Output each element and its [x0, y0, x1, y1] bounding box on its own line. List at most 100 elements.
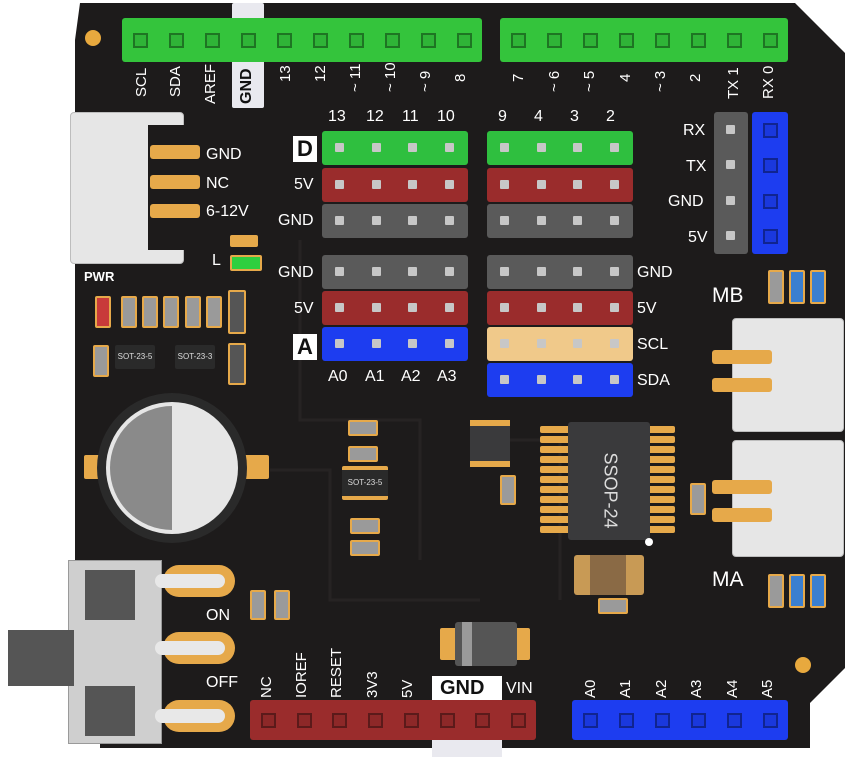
- uart-gnd-label: GND: [668, 193, 704, 210]
- pwr-label: PWR: [84, 269, 115, 284]
- gnd-highlight-tab: [432, 735, 502, 757]
- pin-label-2: 2: [687, 73, 704, 82]
- switch-pin-3: [155, 709, 225, 723]
- pin-label-a0-bottom: A0: [582, 679, 599, 698]
- motor-b-connector[interactable]: [732, 318, 844, 432]
- pin-label-3: ~ 3: [652, 70, 669, 92]
- pin-vin-lead: [150, 204, 200, 218]
- pin-nc-lead: [150, 175, 200, 189]
- digital-signal-pins-left[interactable]: [322, 131, 468, 165]
- digital-gnd-pins-right[interactable]: [487, 204, 633, 238]
- uart-5v-label: 5V: [688, 229, 708, 246]
- sot-ic: [470, 420, 510, 467]
- pin-label-5v: 5V: [399, 679, 416, 698]
- smd-resistor: [350, 518, 380, 534]
- analog-gnd-pins[interactable]: [322, 255, 468, 289]
- pin-label-aref: AREF: [202, 63, 219, 104]
- switch-off-label: OFF: [206, 674, 238, 691]
- smd-capacitor: [93, 345, 109, 377]
- digital-header-left[interactable]: [122, 18, 482, 62]
- motor-a-pin-2: [712, 508, 772, 522]
- ssop-chip-pins: [540, 426, 675, 533]
- row-label-gnd-top: GND: [278, 212, 314, 229]
- col-label-10: 10: [437, 108, 455, 125]
- col-label-11: 11: [402, 108, 419, 125]
- pin-label-rx0: RX 0: [760, 65, 777, 99]
- pin-label-6: ~ 6: [546, 70, 563, 92]
- pin-label-13: 13: [277, 65, 294, 82]
- smd-resistor: [350, 540, 380, 556]
- digital-5v-pins-left[interactable]: [322, 168, 468, 202]
- motor-a-label: MA: [712, 568, 744, 591]
- power-in-vin-label: 6-12V: [206, 203, 249, 220]
- i2c-gnd-pins[interactable]: [487, 255, 633, 289]
- digital-header-right[interactable]: [500, 18, 788, 62]
- pin-label-vin: VIN: [506, 680, 533, 697]
- row-label-d: D: [293, 136, 317, 162]
- motor-a-connector[interactable]: [732, 440, 844, 557]
- i2c-scl-pins[interactable]: [487, 327, 633, 361]
- col-label-2: 2: [606, 108, 615, 125]
- analog-header[interactable]: [572, 700, 788, 740]
- sot-regulator-1: SOT-23-5: [115, 345, 155, 369]
- col-label-12: 12: [366, 108, 384, 125]
- smd-resistor: [163, 296, 179, 328]
- pin-label-gnd-bottom: GND: [440, 677, 485, 699]
- row-label-a: A: [293, 334, 317, 360]
- col-label-a2: A2: [401, 368, 421, 385]
- smd-resistor: [185, 296, 201, 328]
- col-label-3: 3: [570, 108, 579, 125]
- col-label-4: 4: [534, 108, 543, 125]
- pin-label-gnd-top: GND: [238, 68, 255, 104]
- smd-resistor: [121, 296, 137, 328]
- pin-label-11: ~ 11: [347, 63, 364, 93]
- col-label-9: 9: [498, 108, 507, 125]
- pin-label-7: 7: [510, 73, 527, 82]
- i2c-sda-pins[interactable]: [487, 363, 633, 397]
- motor-b-pin-1: [712, 350, 772, 364]
- smd-resistor: [810, 574, 826, 608]
- sot-regulator-3: SOT-23-5: [342, 466, 388, 500]
- digital-5v-pins-right[interactable]: [487, 168, 633, 202]
- uart-tx-label: TX: [686, 158, 707, 175]
- pin-label-8: 8: [452, 73, 469, 82]
- switch-window-bottom: [85, 686, 135, 736]
- smd-resistor: [206, 296, 222, 328]
- smd-diode: [228, 343, 246, 385]
- pin-label-nc: NC: [258, 676, 275, 698]
- analog-5v-pins[interactable]: [322, 291, 468, 325]
- uart-socket-column[interactable]: [752, 112, 788, 254]
- pin-label-a3-bottom: A3: [688, 679, 705, 698]
- motor-b-pin-2: [712, 378, 772, 392]
- smd-capacitor: [690, 483, 706, 515]
- gnd-highlight-bottom: [432, 676, 502, 700]
- col-label-13: 13: [328, 108, 346, 125]
- smd-resistor: [500, 475, 516, 505]
- i2c-5v-pins[interactable]: [487, 291, 633, 325]
- power-switch-knob[interactable]: [8, 630, 74, 686]
- analog-signal-pins[interactable]: [322, 327, 468, 361]
- chip-pin1-dot: [645, 538, 653, 546]
- i2c-5v-label: 5V: [637, 300, 657, 317]
- pwr-led-icon: [95, 296, 111, 328]
- smd-resistor: [810, 270, 826, 304]
- power-header[interactable]: [250, 700, 536, 740]
- switch-pin-1: [155, 574, 225, 588]
- diode-band: [462, 622, 472, 666]
- power-in-gnd-label: GND: [206, 146, 242, 163]
- col-label-a0: A0: [328, 368, 348, 385]
- ssop-chip-label: SSOP-24: [600, 452, 621, 529]
- pin-label-a2-bottom: A2: [653, 679, 670, 698]
- ssop-chip-body: [568, 422, 650, 540]
- digital-gnd-pins-left[interactable]: [322, 204, 468, 238]
- digital-signal-pins-right[interactable]: [487, 131, 633, 165]
- switch-pin-2: [155, 641, 225, 655]
- motor-b-label: MB: [712, 284, 744, 307]
- led-l-icon: [230, 255, 262, 271]
- col-label-a1: A1: [365, 368, 385, 385]
- pin-label-10: ~ 10: [382, 62, 399, 92]
- smd-resistor: [789, 574, 805, 608]
- switch-on-label: ON: [206, 607, 230, 624]
- uart-pin-column[interactable]: [714, 112, 748, 254]
